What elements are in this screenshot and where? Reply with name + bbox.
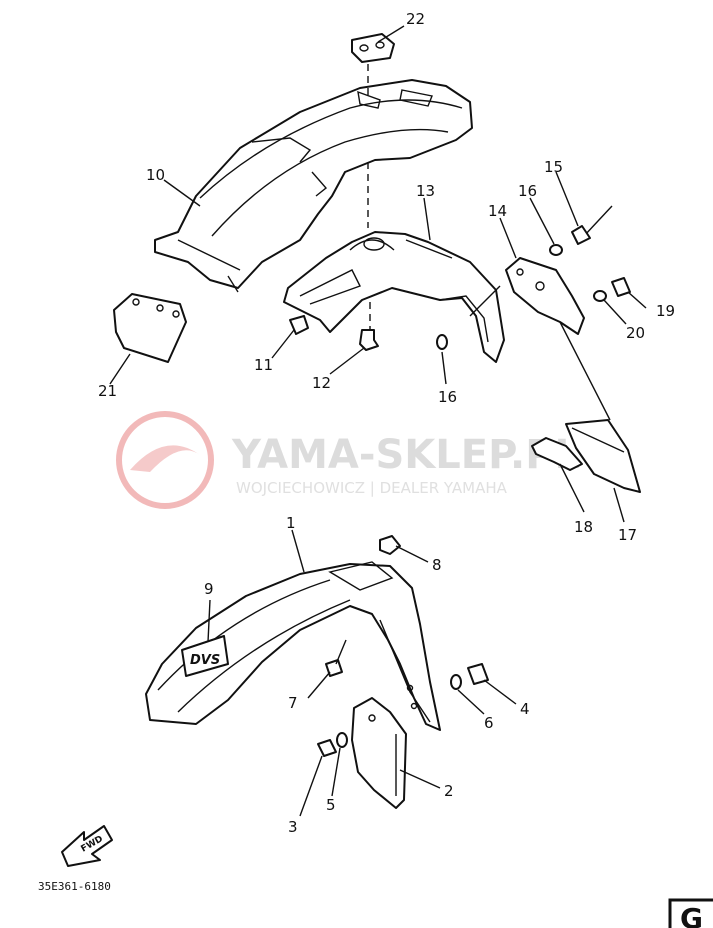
callout-5: 5 — [326, 796, 336, 814]
callout-2: 2 — [444, 782, 454, 800]
callout-17: 17 — [618, 526, 637, 544]
callout-16-upper: 16 — [518, 182, 537, 200]
part-15-pin[interactable] — [571, 205, 613, 245]
watermark-logo-wave — [130, 445, 200, 472]
callout-19: 19 — [656, 302, 675, 320]
part-17-side-plate[interactable] — [565, 419, 641, 493]
page-corner-marker: G — [668, 898, 713, 928]
part-2-guard-plate[interactable] — [351, 697, 407, 809]
callout-3: 3 — [288, 818, 298, 836]
part-11-bolt[interactable] — [289, 315, 309, 335]
callout-12: 12 — [312, 374, 331, 392]
callout-9: 9 — [204, 580, 214, 598]
callout-1: 1 — [286, 514, 296, 532]
callout-18: 18 — [574, 518, 593, 536]
part-5-washer[interactable] — [336, 732, 348, 748]
part-4-bolt[interactable] — [467, 663, 489, 685]
callout-14: 14 — [488, 202, 507, 220]
watermark-subtitle: WOJCIECHOWICZ | DEALER YAMAHA — [236, 479, 508, 497]
drawing-code: 35E361-6180 — [38, 880, 111, 893]
callout-13: 13 — [416, 182, 435, 200]
callout-numbers: 22 10 13 15 16 14 19 20 11 12 16 21 18 1… — [98, 10, 675, 836]
part-16-collar-upper[interactable] — [549, 244, 563, 256]
callout-11: 11 — [254, 356, 273, 374]
callout-8: 8 — [432, 556, 442, 574]
callout-10: 10 — [146, 166, 165, 184]
part-3-nut[interactable] — [317, 739, 337, 757]
callout-6: 6 — [484, 714, 494, 732]
part-20-washer[interactable] — [593, 290, 607, 302]
page-corner-letter: G — [680, 902, 703, 928]
part-9-decal[interactable]: DVS — [181, 635, 229, 677]
decal-text: DVS — [190, 653, 220, 668]
callout-20: 20 — [626, 324, 645, 342]
callout-22: 22 — [406, 10, 425, 28]
part-12-bolt[interactable] — [359, 329, 379, 351]
part-22-grommet[interactable] — [351, 33, 395, 63]
callout-21: 21 — [98, 382, 117, 400]
part-13-rear-fender-stay[interactable] — [283, 231, 505, 363]
callout-7: 7 — [288, 694, 298, 712]
callout-15: 15 — [544, 158, 563, 176]
part-1-front-fender[interactable] — [145, 561, 441, 731]
part-21-mud-flap[interactable] — [113, 293, 187, 363]
part-18-bracket[interactable] — [531, 437, 583, 471]
watermark-title: YAMA-SKLEP.PL — [231, 432, 580, 478]
part-19-bolt[interactable] — [611, 277, 631, 297]
fwd-arrow-icon: FWD — [61, 825, 113, 867]
callout-16-lower: 16 — [438, 388, 457, 406]
callout-4: 4 — [520, 700, 530, 718]
leader-lines — [109, 25, 647, 817]
watermark: YAMA-SKLEP.PL WOJCIECHOWICZ | DEALER YAM… — [116, 411, 580, 509]
part-16-collar-lower[interactable] — [436, 334, 448, 350]
watermark-logo-icon — [116, 411, 214, 509]
part-10-rear-fender[interactable] — [154, 79, 473, 293]
part-6-washer[interactable] — [450, 674, 462, 690]
part-8-nut[interactable] — [379, 535, 401, 555]
part-14-bracket[interactable] — [505, 257, 585, 335]
